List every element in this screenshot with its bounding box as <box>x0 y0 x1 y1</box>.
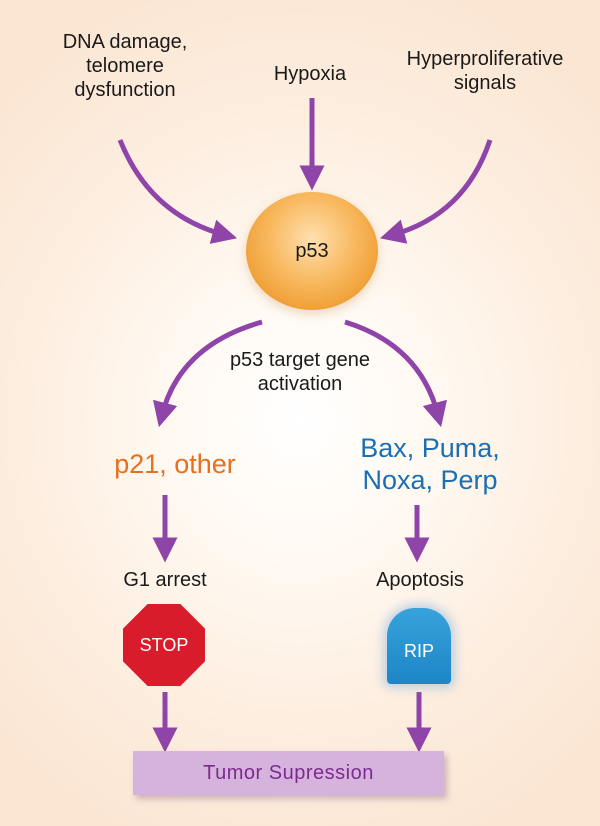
source-hypoxia: Hypoxia <box>273 63 347 85</box>
arrow-signals-to-p53 <box>379 139 493 244</box>
right-targets-label: Bax, Puma, Noxa, Perp <box>360 433 500 496</box>
tombstone-icon: RIP <box>387 608 451 684</box>
stop-sign-icon: STOP <box>123 604 205 686</box>
stop-sign-label: STOP <box>139 634 189 655</box>
arrow-p53-to-left-targets <box>153 319 263 428</box>
p53-node: p53 <box>246 192 378 310</box>
activation-label: p53 target gene activation <box>229 349 371 395</box>
rip-label: RIP <box>403 640 434 661</box>
tumor-suppression-banner: Tumor Supression <box>133 751 444 795</box>
left-targets-label: p21, other <box>114 449 236 479</box>
apoptosis-label: Apoptosis <box>376 569 464 591</box>
source-hyperproliferative: Hyperproliferative signals <box>406 48 564 94</box>
arrow-p53-to-right-targets <box>344 319 447 428</box>
arrow-dna-to-p53 <box>117 139 238 244</box>
g1-arrest-label: G1 arrest <box>123 569 207 591</box>
tumor-suppression-label: Tumor Supression <box>203 761 374 784</box>
p53-label: p53 <box>295 239 329 262</box>
source-dna-damage: DNA damage, telomere dysfunction <box>62 31 188 101</box>
